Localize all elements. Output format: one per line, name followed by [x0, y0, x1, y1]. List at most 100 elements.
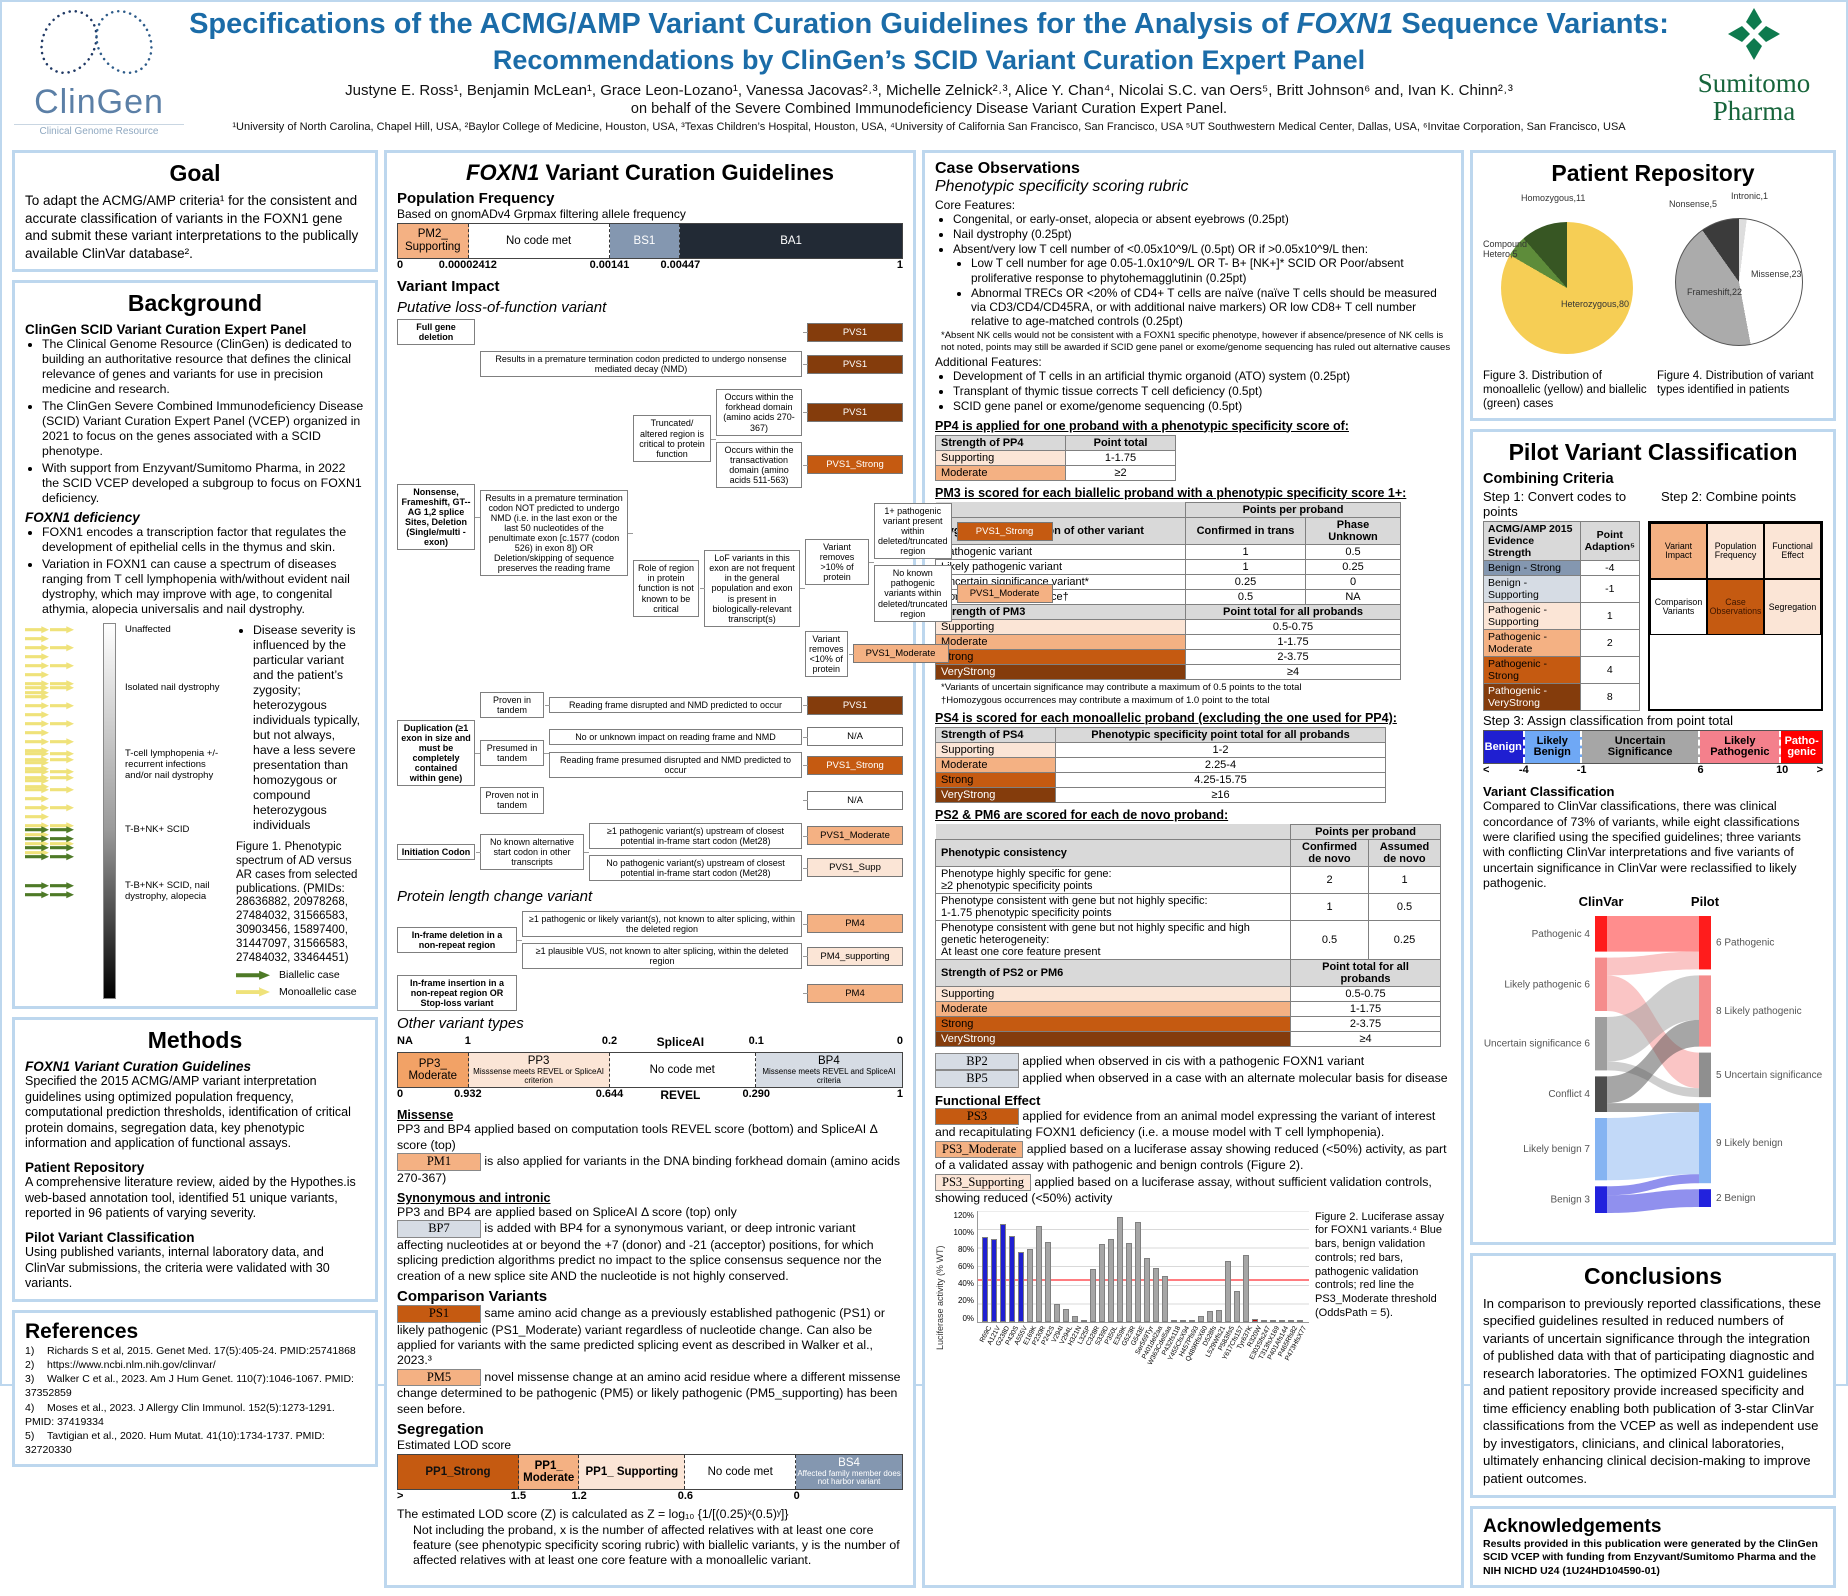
cell: Moderate: [935, 1000, 1291, 1017]
monoallelic-arrow-icon: [50, 720, 74, 728]
cell: Benign - Strong: [1483, 560, 1581, 577]
biallelic-arrow-icon: [25, 853, 49, 861]
sumitomo-logo: Sumitomo Pharma: [1674, 6, 1834, 126]
seg-pp1-supporting: PP1_ Supporting: [579, 1455, 686, 1490]
reference-item: 3)Walker C et al., 2023. Am J Hum Genet.…: [25, 1373, 354, 1400]
tick: 0.1: [748, 1035, 764, 1048]
result-chip-pvs1-strong: PVS1_Strong: [952, 521, 1053, 541]
title-line2: Recommendations by ClinGen’s SCID Varian…: [492, 45, 1366, 76]
figure2-bar-E359K: [1117, 1217, 1123, 1322]
step3-heading: Step 3: Assign classification from point…: [1483, 713, 1734, 729]
figure2-bar-P432fs118: [1171, 1319, 1177, 1322]
monoallelic-arrow-icon: [25, 671, 49, 679]
flow-condition: No known pathogenic variants within dele…: [874, 565, 952, 622]
figure2-bar-H321N: [1072, 1316, 1078, 1322]
figure1-stage-label: T-cell lymphopenia +/- recurrent infecti…: [125, 748, 219, 782]
svg-text:Pathogenic 4: Pathogenic 4: [1532, 928, 1591, 939]
flow-row-initiation: Initiation Codon No known alternative st…: [397, 820, 903, 884]
monoallelic-arrow-icon: [50, 774, 74, 782]
col-header: Strength of PS2 or PM6: [935, 958, 1291, 987]
pilot-classification-panel: Pilot Variant Classification Combining C…: [1470, 429, 1836, 1245]
variant-classification-text: Compared to ClinVar classifications, the…: [1483, 799, 1801, 891]
pie-label-intronic: Intronic,1: [1731, 191, 1769, 201]
cell: ≥2: [1065, 464, 1176, 481]
tick: 0: [397, 259, 404, 271]
result-chip-pvs1: PVS1: [803, 322, 903, 342]
goal-panel: Goal To adapt the ACMG/AMP criteria¹ for…: [12, 150, 378, 273]
monoallelic-arrow-icon: [25, 831, 49, 839]
pm3-heading: PM3 is scored for each biallelic proband…: [935, 485, 1407, 500]
monoallelic-arrow-icon: [25, 662, 49, 670]
bp7-chip: BP7: [397, 1220, 481, 1239]
cell: 0.25: [1368, 919, 1441, 960]
figure1-legend-monoallelic: Monoallelic case: [236, 986, 365, 999]
background-list3: Disease severity is influenced by the pa…: [253, 623, 365, 833]
svg-text:2 Benign: 2 Benign: [1716, 1193, 1755, 1204]
monoallelic-arrow-icon: [25, 702, 49, 710]
ps2-heading: PS2 & PM6 are scored for each de novo pr…: [935, 807, 1229, 822]
additional-feature: Transplant of thymic tissue corrects T c…: [953, 384, 1451, 398]
pie-label-heterozygous: Heterozygous,80: [1561, 299, 1630, 309]
flow-condition: LoF variants in this exon are not freque…: [700, 550, 800, 627]
flow-condition: Variant removes <10% of protein: [805, 630, 848, 678]
step3-likely-pathogenic: Likely Pathogenic: [1700, 731, 1782, 764]
puzzle-segregation: Segregation: [1764, 579, 1821, 636]
combining-criteria-heading: Combining Criteria: [1483, 471, 1614, 488]
biallelic-arrow-icon: [25, 826, 49, 834]
popfreq-seg-pm2: PM2_ Supporting: [398, 224, 469, 258]
cell: 2-3.75: [1290, 1015, 1441, 1032]
cell: 1: [1368, 865, 1441, 894]
conclusions-panel: Conclusions In comparison to previously …: [1470, 1252, 1836, 1498]
comparison-ps1: PS1 same amino acid change as a previous…: [397, 1305, 903, 1369]
monoallelic-arrow-icon: [25, 635, 49, 643]
cell: 0.5-0.75: [1185, 618, 1401, 635]
tick: 0.00447: [660, 259, 701, 271]
figure2-bar-L529Wfs21: [1216, 1309, 1222, 1322]
additional-feature: Development of T cells in an artificial …: [953, 369, 1451, 383]
flow-category: In-frame deletion in a non-repeat region: [397, 926, 517, 954]
figure1-stage-label: T-B+NK+ SCID: [125, 824, 190, 836]
col-header: Confirmed de novo: [1290, 838, 1369, 867]
reference-item[interactable]: 2)https://www.ncbi.nlm.nih.gov/clinvar/: [25, 1359, 216, 1371]
background-sub1: ClinGen SCID Variant Curation Expert Pan…: [25, 322, 307, 338]
cell: VeryStrong: [935, 786, 1056, 803]
guidelines-title: FOXN1 Variant Curation Guidelines: [466, 160, 834, 185]
figure2-bar-P430S: [1009, 1235, 1015, 1322]
cell: Strong: [935, 1015, 1291, 1032]
methods-panel: Methods FOXN1 Variant Curation Guideline…: [12, 1016, 378, 1302]
figure2-bar-P401Afs144: [1279, 1319, 1285, 1322]
core-feature-sublist: Low T cell number for age 0.05-1.0x10^9/…: [971, 256, 1451, 328]
cell: Pathogenic - VeryStrong: [1483, 683, 1581, 712]
figure1-gradient-bar: [103, 623, 116, 999]
bp5-text: applied when observed in a case with an …: [1022, 1071, 1448, 1086]
methods-sub2: Patient Repository: [25, 1160, 145, 1176]
conclusions-title: Conclusions: [1583, 1262, 1722, 1289]
step2-puzzle: Variant Impact Population Frequency Func…: [1648, 521, 1823, 712]
tick: 1: [896, 1088, 903, 1101]
figure2-bar-A121V: [991, 1238, 997, 1322]
result-chip-na: N/A: [803, 727, 903, 747]
goal-title: Goal: [169, 160, 221, 186]
cell: 1: [1579, 602, 1641, 631]
monoallelic-arrow-icon: [25, 747, 49, 755]
methods-p1: Specified the 2015 ACMG/AMP variant inte…: [25, 1073, 351, 1151]
pp4-heading: PP4 is applied for one proband with a ph…: [935, 418, 1349, 433]
figure2-bar-P583Ifs5: [1225, 1261, 1231, 1322]
svg-text:Uncertain significance 6: Uncertain significance 6: [1484, 1038, 1591, 1049]
tick: 6: [1697, 764, 1704, 777]
cell: 1: [1290, 892, 1369, 921]
segregation-heading: Segregation: [397, 1421, 484, 1439]
biallelic-arrow-icon: [25, 844, 49, 852]
monoallelic-arrow-icon: [25, 653, 49, 661]
figure3-caption: Figure 3. Distribution of monoallelic (y…: [1483, 370, 1647, 410]
core-subfeature: Low T cell number for age 0.05-1.0x10^9/…: [971, 256, 1451, 284]
figure1-legend-biallelic: Biallelic case: [236, 969, 365, 982]
ps4-heading: PS4 is scored for each monoallelic proba…: [935, 710, 1397, 725]
cell: 1-1.75: [1185, 633, 1401, 650]
flow-row-inframe-del: In-frame deletion in a non-repeat region…: [397, 908, 903, 972]
flow-condition: Occurs within the transactivation domain…: [716, 441, 802, 488]
cell: 2: [1290, 865, 1369, 894]
